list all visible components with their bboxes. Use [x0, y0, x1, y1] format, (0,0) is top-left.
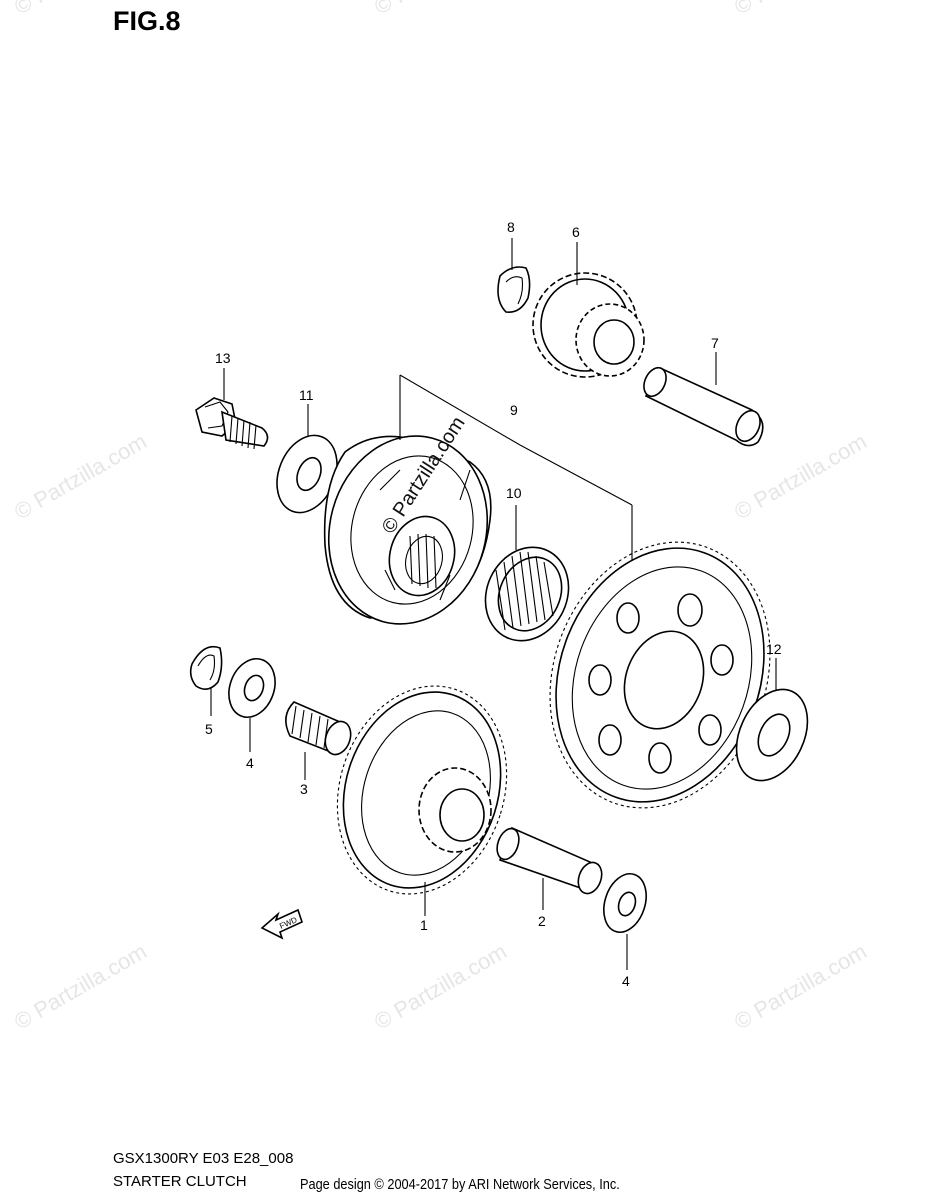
callout-8[interactable]: 8: [507, 219, 515, 235]
callout-3[interactable]: 3: [300, 781, 308, 797]
part-9-starter-clutch[interactable]: [308, 418, 508, 642]
watermark: © Partzilla.com: [10, 939, 151, 1035]
part-5-circlip[interactable]: [189, 645, 223, 690]
bracket-9: [399, 374, 633, 560]
part-13-bolt[interactable]: [195, 397, 269, 450]
part-8-circlip[interactable]: [497, 266, 531, 314]
leader-lines: [210, 238, 777, 970]
callout-5[interactable]: 5: [205, 721, 213, 737]
callout-1[interactable]: 1: [420, 917, 428, 933]
watermark: © Partzilla.com: [730, 0, 871, 19]
part-3-needle-bearing[interactable]: [285, 701, 355, 758]
section-name: STARTER CLUTCH: [113, 1173, 247, 1190]
model-code: GSX1300RY E03 E28_008: [113, 1150, 294, 1167]
figure-title: FIG.8: [113, 6, 181, 36]
callout-9[interactable]: 9: [510, 402, 518, 418]
part-4-washer-left[interactable]: [221, 652, 283, 723]
part-2-shaft[interactable]: [493, 826, 606, 897]
part-4-washer-right[interactable]: [597, 868, 654, 937]
part-12-washer[interactable]: [723, 678, 822, 792]
callout-11[interactable]: 11: [299, 387, 314, 403]
callout-4-left[interactable]: 4: [246, 755, 254, 771]
part-11-washer[interactable]: [266, 426, 348, 521]
callouts: 1 2 3 4 4 5 6 7 8 9 10 11 12 13: [205, 219, 782, 989]
part-7-shaft[interactable]: [640, 364, 765, 447]
callout-13[interactable]: 13: [215, 350, 231, 366]
watermark: © Partzilla.com: [370, 0, 511, 19]
callout-7[interactable]: 7: [711, 335, 719, 351]
callout-6[interactable]: 6: [572, 224, 580, 240]
fwd-arrow-icon: FWD: [260, 908, 303, 940]
callout-12[interactable]: 12: [766, 641, 782, 657]
part-12-driven-gear[interactable]: [514, 511, 806, 839]
watermark: © Partzilla.com: [730, 939, 871, 1035]
callout-4-right[interactable]: 4: [622, 973, 630, 989]
part-1-gear[interactable]: [311, 664, 532, 916]
part-6-idle-gear[interactable]: [532, 272, 645, 378]
watermark: © Partzilla.com: [370, 939, 511, 1035]
callout-10[interactable]: 10: [506, 485, 522, 501]
part-10-needle-bearing[interactable]: [470, 534, 583, 655]
watermark: © Partzilla.com: [10, 429, 151, 525]
callout-2[interactable]: 2: [538, 913, 546, 929]
copyright-notice: Page design © 2004-2017 by ARI Network S…: [300, 1176, 620, 1193]
